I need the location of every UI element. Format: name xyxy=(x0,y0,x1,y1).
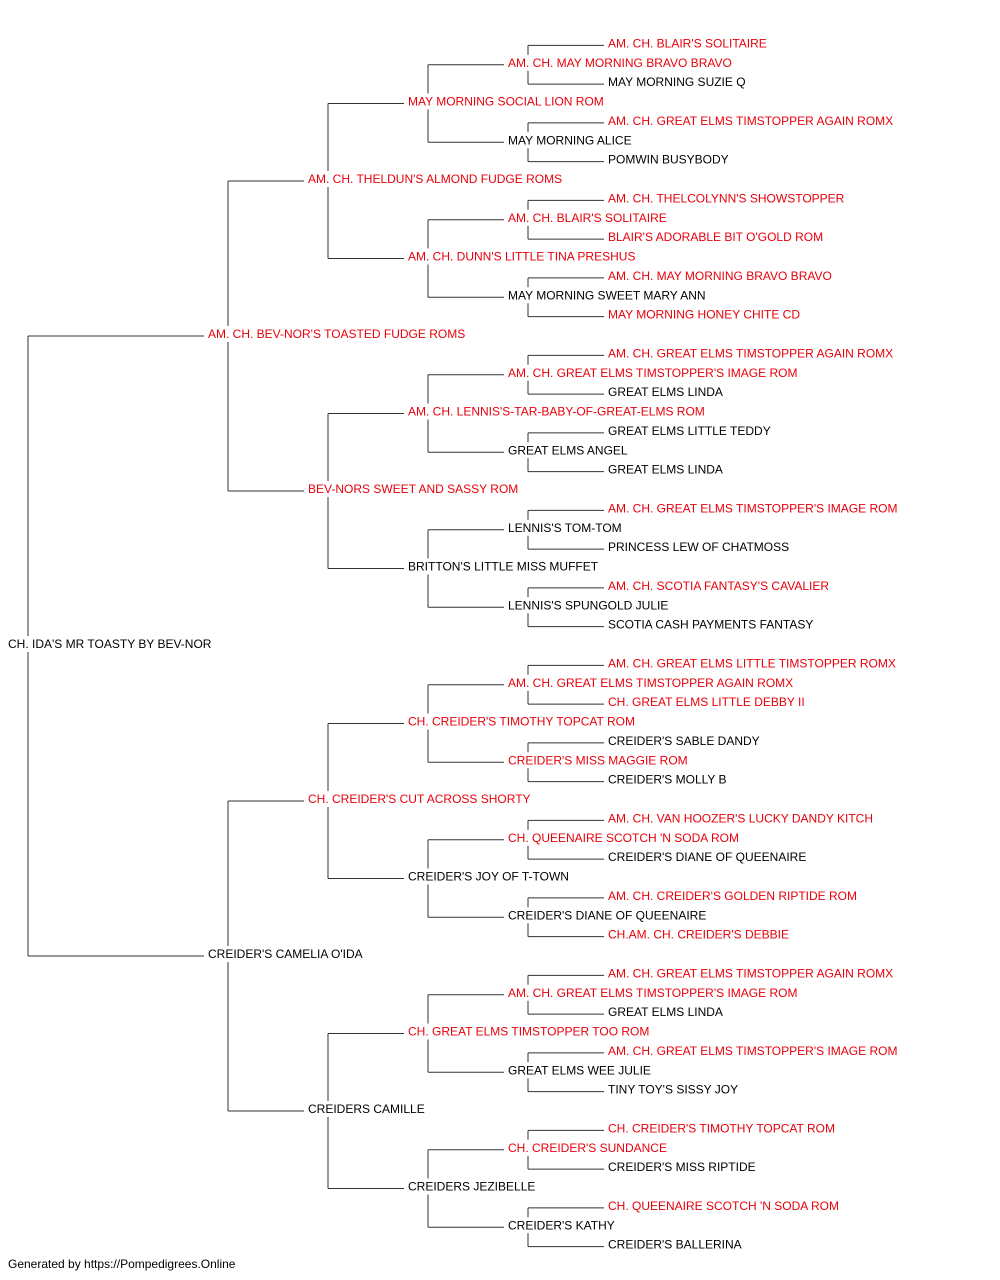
dog-name-gen5: AM. CH. MAY MORNING BRAVO BRAVO xyxy=(608,269,832,283)
dog-name-gen3: CH. CREIDER'S TIMOTHY TOPCAT ROM xyxy=(408,715,635,729)
dog-name-gen5: CREIDER'S DIANE OF QUEENAIRE xyxy=(608,850,806,864)
dog-name-gen5: AM. CH. BLAIR'S SOLITAIRE xyxy=(608,36,767,50)
dog-name-gen2: BEV-NORS SWEET AND SASSY ROM xyxy=(308,482,518,496)
dog-name-gen5: MAY MORNING SUZIE Q xyxy=(608,75,746,89)
dog-name-gen3: CH. GREAT ELMS TIMSTOPPER TOO ROM xyxy=(408,1025,649,1039)
dog-name-gen3: BRITTON'S LITTLE MISS MUFFET xyxy=(408,560,599,574)
dog-name-gen5: PRINCESS LEW OF CHATMOSS xyxy=(608,540,789,554)
dog-name-gen4: LENNIS'S SPUNGOLD JULIE xyxy=(508,598,668,612)
dog-name-gen4: AM. CH. GREAT ELMS TIMSTOPPER'S IMAGE RO… xyxy=(508,366,797,380)
dog-name-gen5: CREIDER'S MOLLY B xyxy=(608,773,727,787)
dog-name-gen3: AM. CH. DUNN'S LITTLE TINA PRESHUS xyxy=(408,250,635,264)
dog-name-gen0: CH. IDA'S MR TOASTY BY BEV-NOR xyxy=(8,637,212,651)
dog-name-gen5: AM. CH. GREAT ELMS TIMSTOPPER'S IMAGE RO… xyxy=(608,1044,897,1058)
dog-name-gen5: POMWIN BUSYBODY xyxy=(608,153,729,167)
dog-name-gen2: CREIDERS CAMILLE xyxy=(308,1102,425,1116)
dog-name-gen1: CREIDER'S CAMELIA O'IDA xyxy=(208,947,363,961)
dog-name-gen5: GREAT ELMS LITTLE TEDDY xyxy=(608,424,771,438)
dog-name-gen4: AM. CH. BLAIR'S SOLITAIRE xyxy=(508,211,667,225)
dog-name-gen5: CREIDER'S SABLE DANDY xyxy=(608,734,760,748)
dog-name-gen4: AM. CH. MAY MORNING BRAVO BRAVO xyxy=(508,56,732,70)
dog-name-gen4: GREAT ELMS WEE JULIE xyxy=(508,1063,651,1077)
dog-name-gen5: AM. CH. GREAT ELMS TIMSTOPPER AGAIN ROMX xyxy=(608,346,893,360)
dog-name-gen5: CH.AM. CH. CREIDER'S DEBBIE xyxy=(608,928,789,942)
dog-name-gen5: AM. CH. GREAT ELMS LITTLE TIMSTOPPER ROM… xyxy=(608,656,896,670)
dog-name-gen4: CH. CREIDER'S SUNDANCE xyxy=(508,1141,667,1155)
dog-name-gen5: CH. QUEENAIRE SCOTCH 'N SODA ROM xyxy=(608,1199,839,1213)
dog-name-gen4: AM. CH. GREAT ELMS TIMSTOPPER'S IMAGE RO… xyxy=(508,986,797,1000)
dog-name-gen5: MAY MORNING HONEY CHITE CD xyxy=(608,308,800,322)
dog-name-gen4: CH. QUEENAIRE SCOTCH 'N SODA ROM xyxy=(508,831,739,845)
dog-name-gen5: GREAT ELMS LINDA xyxy=(608,1005,723,1019)
dog-name-gen5: CREIDER'S MISS RIPTIDE xyxy=(608,1160,756,1174)
dog-name-gen5: CH. CREIDER'S TIMOTHY TOPCAT ROM xyxy=(608,1121,835,1135)
dog-name-gen5: TINY TOY'S SISSY JOY xyxy=(608,1083,738,1097)
dog-name-gen5: SCOTIA CASH PAYMENTS FANTASY xyxy=(608,618,813,632)
dog-name-gen5: AM. CH. GREAT ELMS TIMSTOPPER AGAIN ROMX xyxy=(608,114,893,128)
dog-name-gen2: CH. CREIDER'S CUT ACROSS SHORTY xyxy=(308,792,531,806)
dog-name-gen4: CREIDER'S KATHY xyxy=(508,1218,615,1232)
dog-name-gen5: AM. CH. VAN HOOZER'S LUCKY DANDY KITCH xyxy=(608,811,873,825)
dog-name-gen4: AM. CH. GREAT ELMS TIMSTOPPER AGAIN ROMX xyxy=(508,676,793,690)
dog-name-gen5: CH. GREAT ELMS LITTLE DEBBY II xyxy=(608,695,805,709)
footer-credit: Generated by https://Pompedigrees.Online xyxy=(8,1257,236,1271)
dog-name-gen5: AM. CH. THELCOLYNN'S SHOWSTOPPER xyxy=(608,191,845,205)
dog-name-gen5: AM. CH. GREAT ELMS TIMSTOPPER AGAIN ROMX xyxy=(608,966,893,980)
dog-name-gen3: AM. CH. LENNIS'S-TAR-BABY-OF-GREAT-ELMS … xyxy=(408,405,705,419)
dog-name-gen3: CREIDER'S JOY OF T-TOWN xyxy=(408,870,569,884)
dog-name-gen5: BLAIR'S ADORABLE BIT O'GOLD ROM xyxy=(608,230,823,244)
dog-name-gen4: MAY MORNING SWEET MARY ANN xyxy=(508,288,706,302)
dog-name-gen4: CREIDER'S DIANE OF QUEENAIRE xyxy=(508,908,706,922)
dog-name-gen5: AM. CH. SCOTIA FANTASY'S CAVALIER xyxy=(608,579,829,593)
dog-name-gen5: AM. CH. CREIDER'S GOLDEN RIPTIDE ROM xyxy=(608,889,857,903)
dog-name-gen4: GREAT ELMS ANGEL xyxy=(508,443,628,457)
dog-name-gen4: CREIDER'S MISS MAGGIE ROM xyxy=(508,753,688,767)
dog-name-gen3: MAY MORNING SOCIAL LION ROM xyxy=(408,95,604,109)
dog-name-gen5: CREIDER'S BALLERINA xyxy=(608,1238,742,1252)
dog-name-gen1: AM. CH. BEV-NOR'S TOASTED FUDGE ROMS xyxy=(208,327,465,341)
dog-name-gen4: LENNIS'S TOM-TOM xyxy=(508,521,622,535)
dog-name-gen4: MAY MORNING ALICE xyxy=(508,133,632,147)
dog-name-gen5: AM. CH. GREAT ELMS TIMSTOPPER'S IMAGE RO… xyxy=(608,501,897,515)
dog-name-gen5: GREAT ELMS LINDA xyxy=(608,463,723,477)
dog-name-gen5: GREAT ELMS LINDA xyxy=(608,385,723,399)
dog-name-gen3: CREIDERS JEZIBELLE xyxy=(408,1180,535,1194)
dog-name-gen2: AM. CH. THELDUN'S ALMOND FUDGE ROMS xyxy=(308,172,562,186)
